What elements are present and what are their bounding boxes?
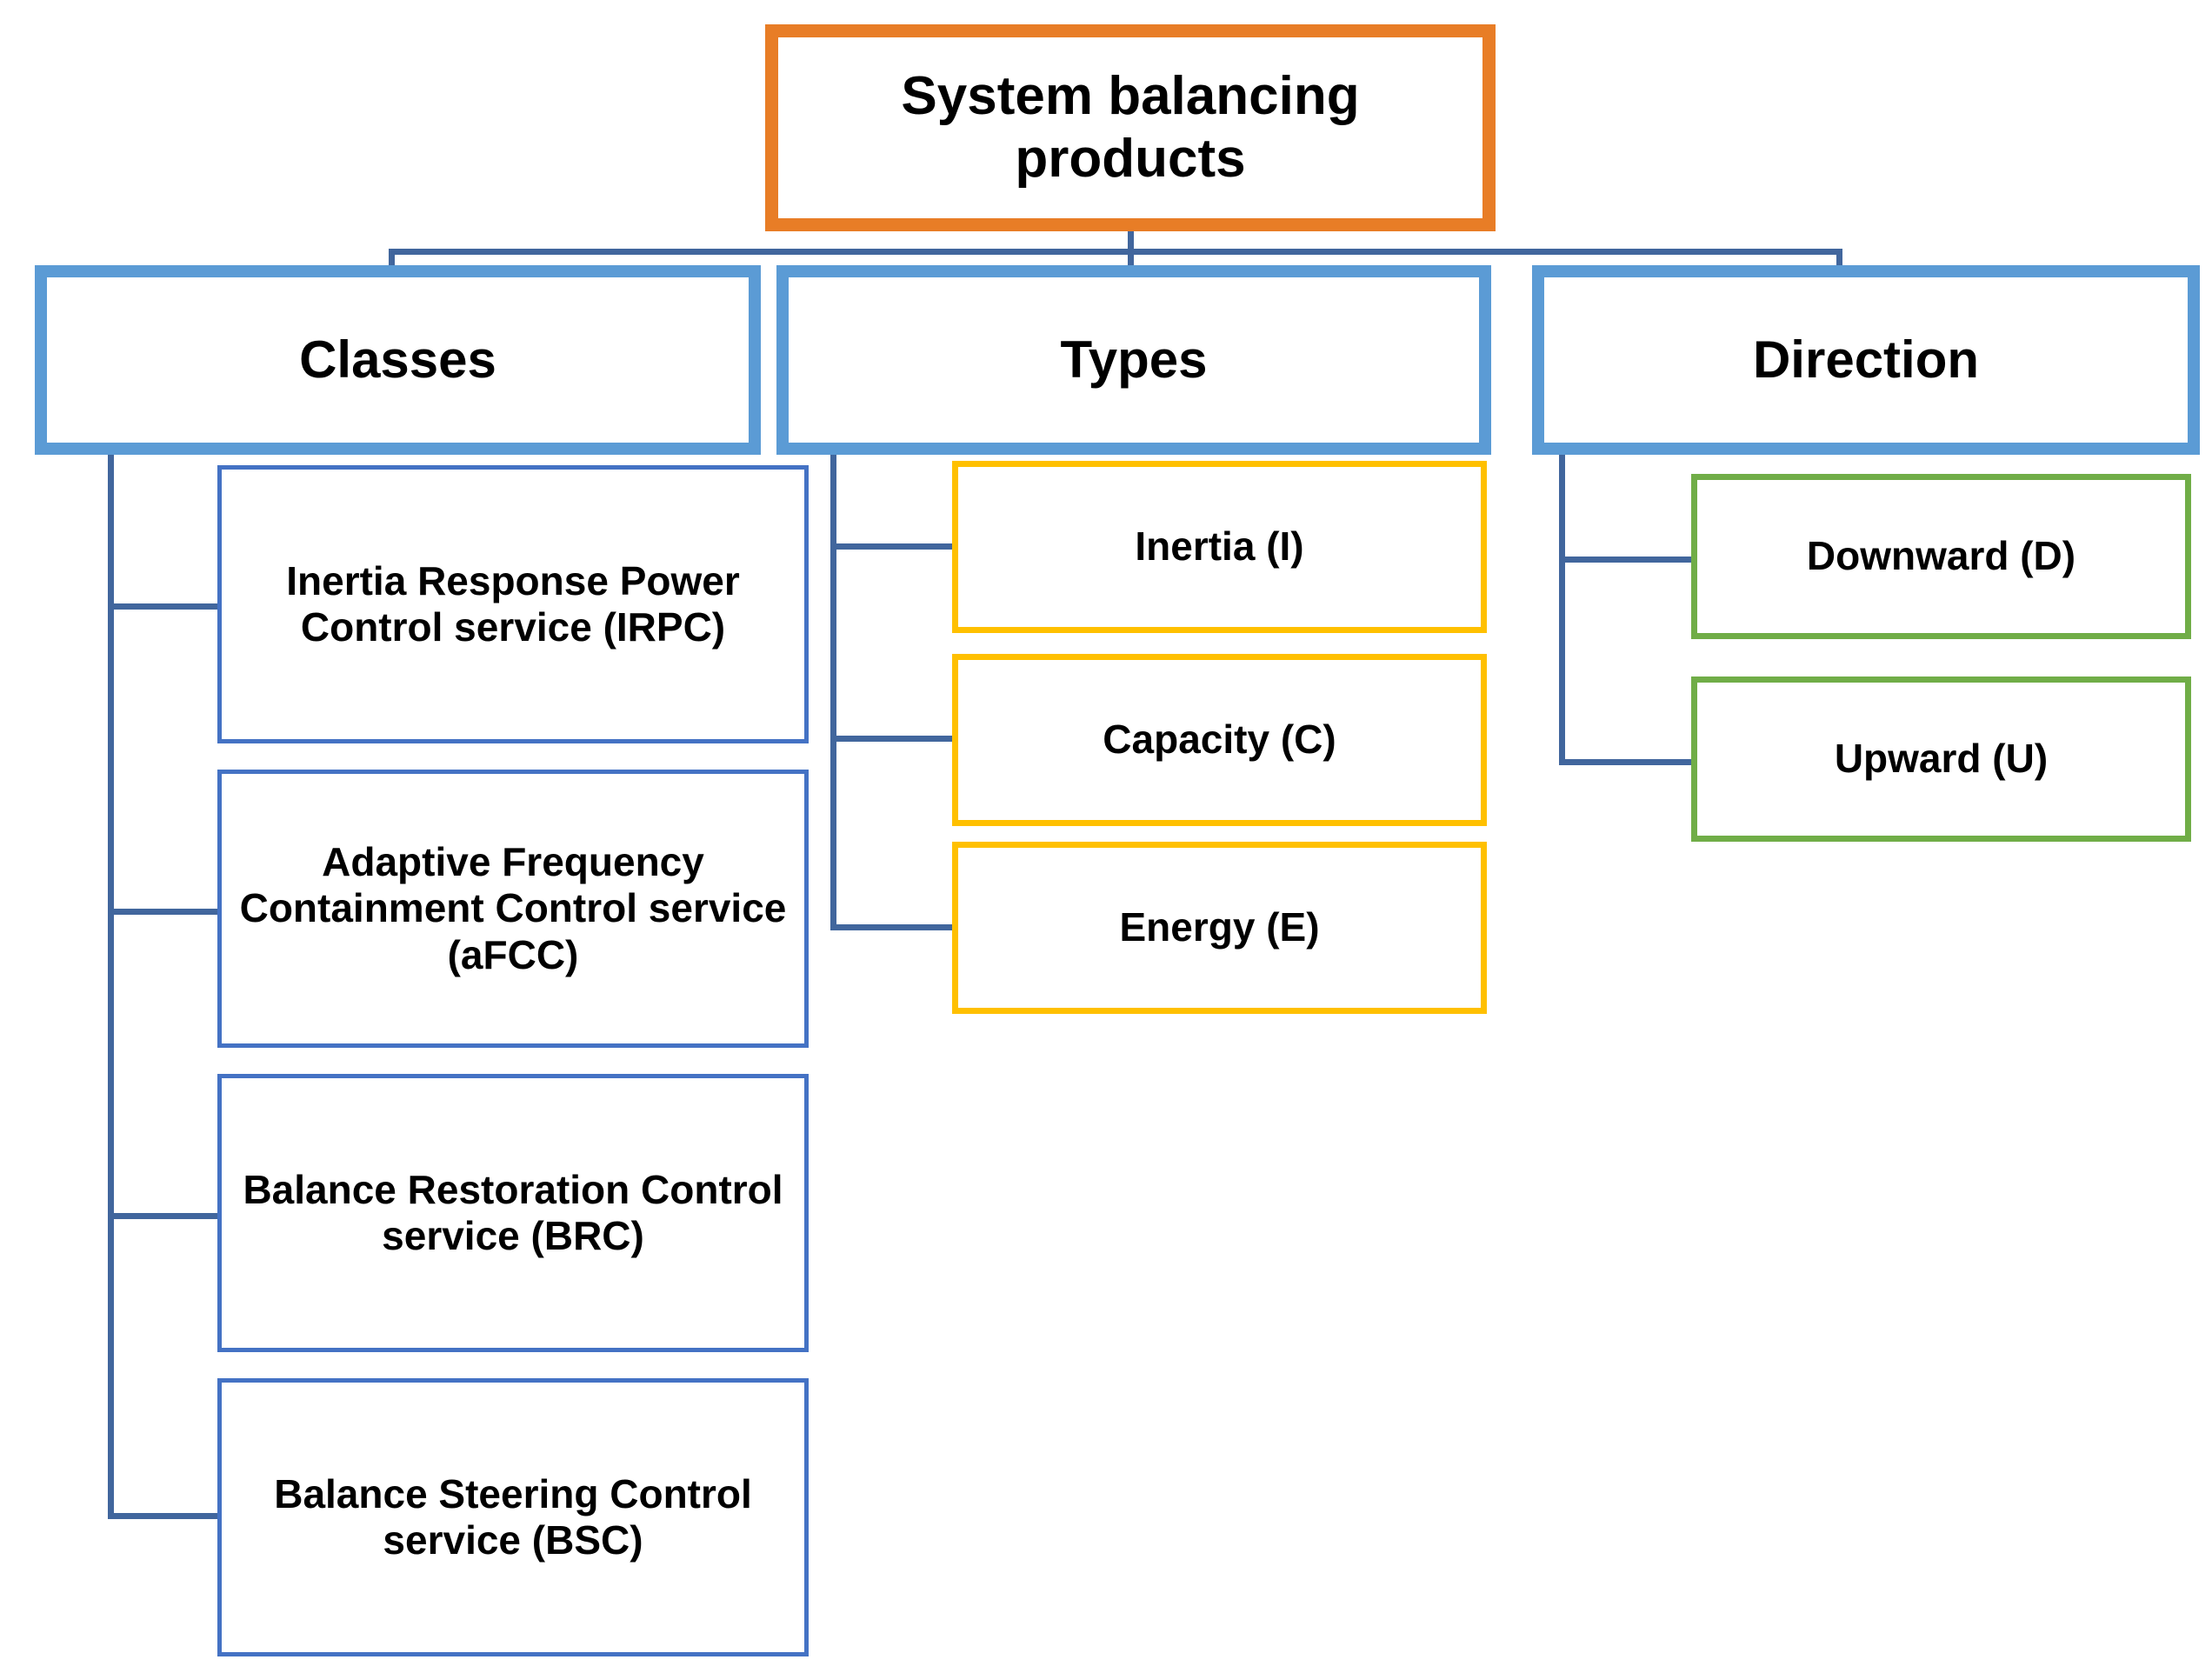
leaf-node-bsc[interactable]: Balance Steering Control service (BSC) bbox=[217, 1378, 809, 1656]
leaf-node-inertia[interactable]: Inertia (I) bbox=[952, 461, 1487, 633]
connector-types-branch-2 bbox=[830, 736, 956, 742]
connector-root-bus bbox=[389, 249, 1842, 255]
connector-direction-trunk bbox=[1559, 455, 1565, 765]
connector-classes-branch-4 bbox=[108, 1513, 221, 1519]
category-node-classes[interactable]: Classes bbox=[35, 265, 761, 455]
leaf-node-capacity[interactable]: Capacity (C) bbox=[952, 654, 1487, 826]
leaf-node-irpc[interactable]: Inertia Response Power Control service (… bbox=[217, 465, 809, 743]
connector-direction-branch-1 bbox=[1559, 557, 1698, 563]
leaf-node-downward[interactable]: Downward (D) bbox=[1691, 474, 2191, 639]
connector-classes-branch-1 bbox=[108, 603, 221, 610]
connector-bus-drop-direction bbox=[1836, 249, 1842, 273]
leaf-node-afcc[interactable]: Adaptive Frequency Containment Control s… bbox=[217, 770, 809, 1048]
connector-classes-branch-3 bbox=[108, 1213, 221, 1219]
connector-types-trunk bbox=[830, 455, 836, 929]
connector-bus-drop-types bbox=[1128, 249, 1134, 273]
leaf-node-brc[interactable]: Balance Restoration Control service (BRC… bbox=[217, 1074, 809, 1352]
connector-direction-branch-2 bbox=[1559, 759, 1698, 765]
connector-classes-trunk bbox=[108, 455, 114, 1519]
connector-classes-branch-2 bbox=[108, 909, 221, 915]
root-node-system-balancing-products[interactable]: System balancing products bbox=[765, 24, 1496, 231]
connector-bus-drop-classes bbox=[389, 249, 395, 273]
leaf-node-energy[interactable]: Energy (E) bbox=[952, 842, 1487, 1014]
connector-types-branch-3 bbox=[830, 924, 956, 930]
category-node-direction[interactable]: Direction bbox=[1532, 265, 2200, 455]
category-node-types[interactable]: Types bbox=[776, 265, 1491, 455]
connector-types-branch-1 bbox=[830, 543, 956, 550]
leaf-node-upward[interactable]: Upward (U) bbox=[1691, 677, 2191, 842]
